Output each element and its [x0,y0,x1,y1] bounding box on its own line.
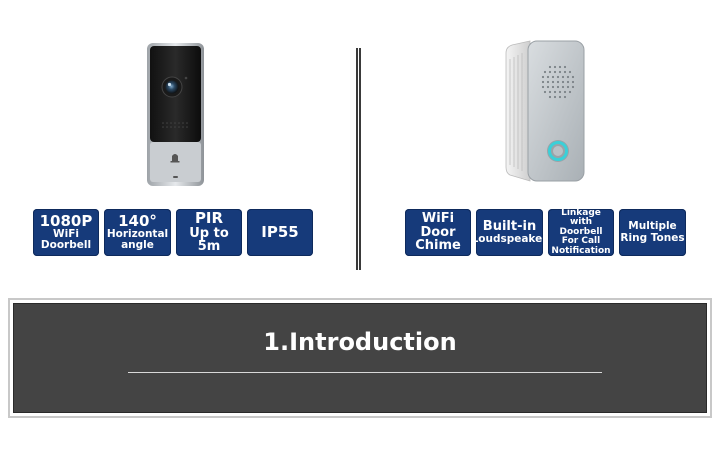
door-chime-image [505,40,585,182]
section-title: 1.Introduction [263,328,457,356]
feature-badge-pir: PIR Up to 5m [176,209,242,256]
badge-line-2: with Doorbell [559,217,603,237]
badge-line-2: Ring Tones [620,231,685,244]
badge-title: PIR [194,209,224,227]
feature-badge-wifi-chime: WiFi Door Chime [405,209,471,256]
title-underline [128,372,602,373]
badge-line-4: Notification [551,245,611,256]
badge-line-3: For Call [561,236,601,247]
feature-badge-1080p: 1080P WiFi Doorbell [33,209,99,256]
badge-title: 1080P [39,211,93,230]
banner-panel: 1.Introduction [13,303,707,413]
feature-badge-linkage: Linkage with Doorbell For Call Notificat… [548,209,614,256]
badge-subtitle: WiFi Doorbell [40,228,92,252]
badge-subtitle: Horizontal [106,228,169,241]
badge-line-2: Loudspeaker [476,232,543,245]
badge-line-1: WiFi [421,211,455,227]
badge-line-2: Door [420,224,456,240]
vertical-divider [356,48,361,270]
badge-line-1: Multiple [628,220,677,233]
badge-line-1: Built-in [482,219,537,235]
badge-title: 140° [118,211,157,230]
badge-subtitle: Up to 5m [189,225,229,255]
badge-line-3: Chime [415,238,461,254]
feature-badge-loudspeaker: Built-in Loudspeaker [476,209,543,256]
divider-line-right [359,48,361,270]
badge-subtitle-2: angle [121,239,154,252]
badge-line-1: Linkage [561,209,601,218]
feature-badge-ip55: IP55 [247,209,313,256]
badge-title: IP55 [261,222,299,241]
feature-badge-angle: 140° Horizontal angle [104,209,171,256]
section-banner: 1.Introduction [8,298,712,418]
video-doorbell-image [147,43,204,186]
feature-badge-ring-tones: Multiple Ring Tones [619,209,686,256]
divider-line-left [356,48,358,270]
